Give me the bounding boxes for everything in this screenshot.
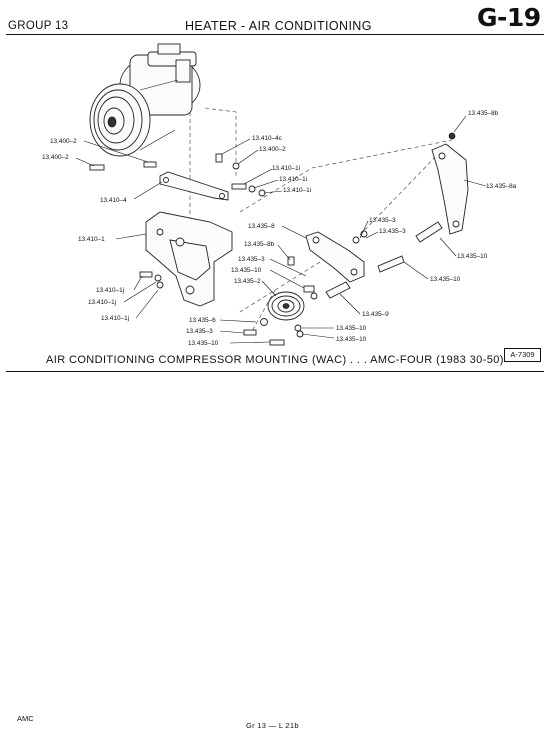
callout-13-410-1i-a: 13.410–1i bbox=[272, 165, 300, 172]
callout-13-410-1j-c: 13.410–1j bbox=[101, 315, 129, 322]
callout-13-410-4: 13.410–4 bbox=[100, 197, 127, 204]
callout-13-435-3-c: 13.435–3 bbox=[238, 256, 265, 263]
callout-13-435-8a: 13.435–8a bbox=[486, 183, 517, 190]
callout-13-435-10-f: 13.435–10 bbox=[336, 336, 367, 343]
callout-13-435-3-a: 13.435–3 bbox=[369, 217, 396, 224]
callout-13-410-1j-b: 13.410–1j bbox=[88, 299, 116, 306]
callout-13-435-10-a: 13.435–10 bbox=[457, 253, 488, 260]
callout-13-435-8: 13.435–8 bbox=[248, 223, 275, 230]
spacers bbox=[325, 221, 443, 299]
callout-13-435-10-b: 13.435–10 bbox=[231, 267, 262, 274]
callout-13-435-8b-top: 13.435–8b bbox=[468, 110, 499, 117]
callout-13-410-4c: 13.410–4c bbox=[252, 135, 283, 142]
footer-page-reference: Gr 13 — L 21b bbox=[246, 721, 299, 730]
section-title: HEATER - AIR CONDITIONING bbox=[185, 19, 372, 33]
compressor bbox=[89, 43, 201, 157]
callout-13-400-2-c: 13.400–2 bbox=[259, 146, 286, 153]
callout-13-410-1: 13.410–1 bbox=[78, 236, 105, 243]
callout-13-435-10-d: 13.435–10 bbox=[336, 325, 367, 332]
callout-13-435-3-d: 13.435–3 bbox=[186, 328, 213, 335]
footer-brand: AMC bbox=[17, 714, 34, 723]
callout-13-435-10-e: 13.435–10 bbox=[188, 340, 219, 347]
tensioner-bracket bbox=[431, 143, 469, 235]
callout-13-435-9: 13.435–9 bbox=[362, 311, 389, 318]
callout-13-400-2-b: 13.400–2 bbox=[42, 154, 69, 161]
callout-labels: 13.435–8b 13.435–8a 13.400–2 13.400–2 13… bbox=[42, 110, 517, 347]
callout-13-435-6: 13.435–6 bbox=[189, 317, 216, 324]
callout-13-410-1i-b: 13.410–1i bbox=[279, 176, 307, 183]
page-code: G-19 bbox=[477, 3, 541, 32]
callout-13-435-2: 13.435–2 bbox=[234, 278, 261, 285]
caption-rule bbox=[6, 371, 544, 372]
idler-bracket bbox=[305, 231, 365, 283]
assembly-guide-lines bbox=[189, 107, 453, 336]
callout-13-400-2-a: 13.400–2 bbox=[50, 138, 77, 145]
header-rule bbox=[6, 34, 544, 35]
mounting-bracket bbox=[145, 211, 233, 307]
callout-13-435-10-c: 13.435–10 bbox=[430, 276, 461, 283]
callout-13-435-8b-mid: 13.435–8b bbox=[244, 241, 275, 248]
compressor-mounting-diagram: 13.435–8b 13.435–8a 13.400–2 13.400–2 13… bbox=[42, 43, 517, 347]
callout-13-410-1i-c: 13.410–1i bbox=[283, 187, 311, 194]
figure-caption: AIR CONDITIONING COMPRESSOR MOUNTING (WA… bbox=[46, 354, 504, 366]
adjusting-bracket bbox=[159, 171, 229, 201]
idler-pulley bbox=[267, 291, 305, 321]
callout-13-410-1j-a: 13.410–1j bbox=[96, 287, 124, 294]
group-label: GROUP 13 bbox=[8, 20, 69, 32]
figure-code: A-7309 bbox=[504, 348, 541, 362]
leader-lines bbox=[75, 115, 487, 344]
callout-13-435-3-b: 13.435–3 bbox=[379, 228, 406, 235]
